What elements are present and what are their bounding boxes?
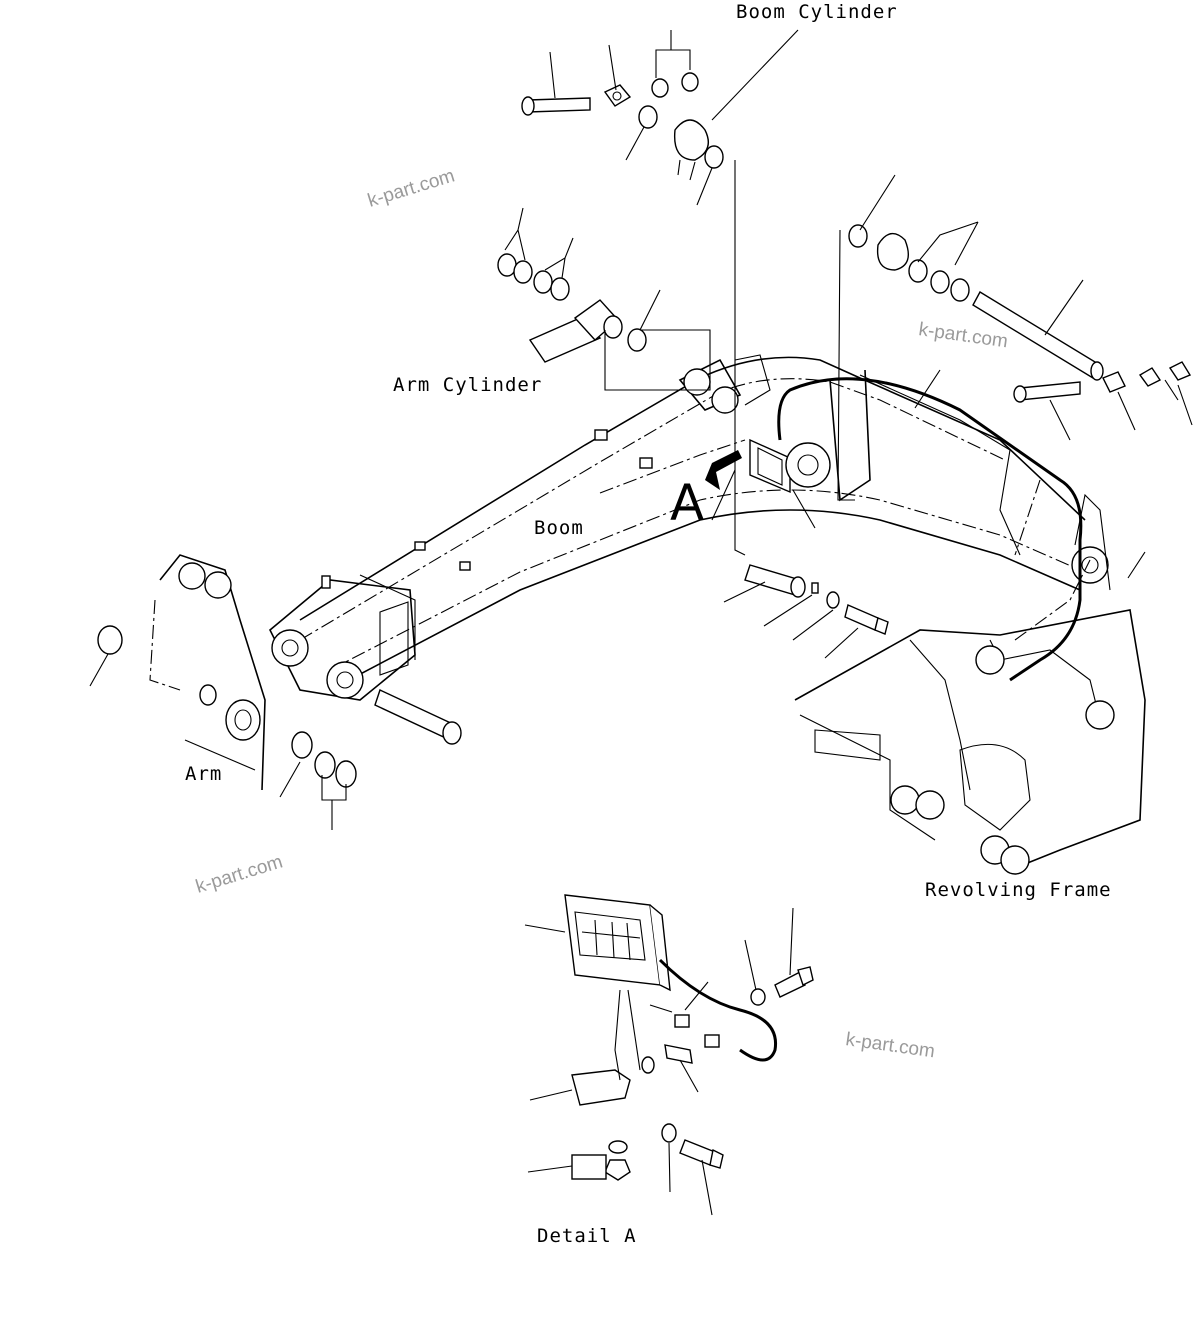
- view-direction-arrow-icon: [705, 450, 742, 521]
- watermark: k-part.com: [917, 319, 1009, 352]
- label-arm: Arm: [185, 763, 222, 785]
- boom-lamp-mounted: [749, 438, 831, 494]
- label-arm-cylinder: Arm Cylinder: [393, 374, 542, 396]
- arm-drawing: [97, 554, 357, 791]
- label-boom-cylinder: Boom Cylinder: [736, 1, 898, 23]
- boom-drawing: [269, 354, 1111, 745]
- view-marker-a: A: [670, 474, 704, 532]
- watermark: k-part.com: [193, 851, 285, 897]
- label-boom: Boom: [534, 517, 584, 539]
- arm-cylinder-parts: [497, 253, 647, 363]
- detail-a-drawing: [564, 894, 814, 1181]
- label-detail-a: Detail A: [537, 1225, 637, 1247]
- watermark: k-part.com: [365, 165, 457, 211]
- watermark: k-part.com: [844, 1029, 936, 1062]
- leader-lines: [89, 29, 1193, 1216]
- revolving-frame-drawing: [794, 559, 1146, 875]
- boom-cylinder-parts: [521, 72, 724, 181]
- boom-cylinder-foot-parts: [848, 224, 1192, 403]
- label-revolving-frame: Revolving Frame: [925, 879, 1112, 901]
